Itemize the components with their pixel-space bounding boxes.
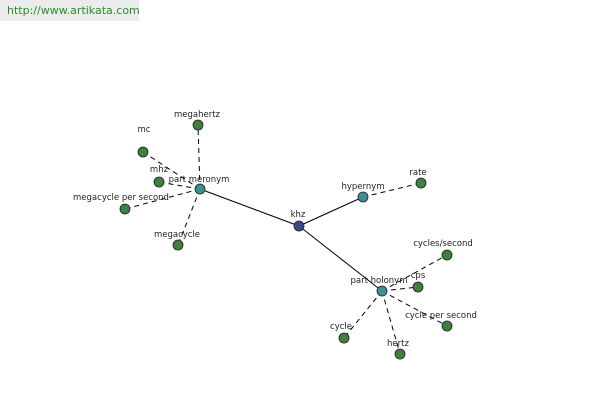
- node-hertz[interactable]: [394, 348, 406, 360]
- edge-part-holonym-cycles-second: [381, 254, 448, 292]
- node-cps[interactable]: [412, 281, 424, 293]
- node-mc[interactable]: [137, 146, 149, 158]
- node-cycles-second[interactable]: [441, 249, 453, 261]
- node-hypernym[interactable]: [357, 191, 369, 203]
- node-part-meronym[interactable]: [194, 183, 206, 195]
- label-megahertz[interactable]: megahertz: [174, 110, 221, 120]
- graph-labels: khz part meronym hypernym part holonym mc meg…: [73, 110, 477, 349]
- edge-part-holonym-cycle-per-second: [381, 290, 448, 327]
- label-hypernym[interactable]: hypernym: [341, 182, 384, 192]
- edge-khz-part-holonym: [298, 225, 383, 292]
- node-part-holonym[interactable]: [376, 285, 388, 297]
- label-part-holonym[interactable]: part holonym: [351, 276, 408, 286]
- label-cycles-second[interactable]: cycles/second: [413, 239, 473, 249]
- edge-hypernym-rate: [362, 182, 422, 198]
- label-mhz[interactable]: mhz: [150, 165, 169, 175]
- label-cycle[interactable]: cycle: [330, 322, 352, 332]
- edge-part-meronym-megacycle-per-second: [124, 188, 201, 210]
- label-part-meronym[interactable]: part meronym: [169, 175, 230, 185]
- edge-part-holonym-cycle: [343, 290, 383, 339]
- site-url[interactable]: http://www.artikata.com: [7, 4, 140, 17]
- node-rate[interactable]: [415, 177, 427, 189]
- edge-khz-part-meronym: [199, 188, 300, 227]
- edge-part-meronym-mc: [142, 151, 201, 190]
- graph-edges: [124, 124, 448, 355]
- node-cycle-per-second[interactable]: [441, 320, 453, 332]
- edge-part-meronym-mhz: [158, 181, 201, 190]
- label-cycle-per-second[interactable]: cycle per second: [405, 311, 477, 321]
- label-rate[interactable]: rate: [409, 168, 426, 178]
- node-mhz[interactable]: [153, 176, 165, 188]
- edge-part-meronym-megahertz: [197, 124, 201, 190]
- label-hertz[interactable]: hertz: [387, 339, 409, 349]
- node-khz[interactable]: [293, 220, 305, 232]
- edge-part-holonym-cps: [381, 286, 419, 292]
- label-khz[interactable]: khz: [291, 210, 306, 220]
- node-megacycle-per-second[interactable]: [119, 203, 131, 215]
- edge-khz-hypernym: [298, 196, 364, 227]
- edge-part-holonym-hertz: [381, 290, 401, 355]
- graph-nodes: [119, 119, 453, 360]
- label-megacycle[interactable]: megacycle: [154, 230, 200, 240]
- label-mc[interactable]: mc: [138, 125, 151, 135]
- url-banner: http://www.artikata.com: [0, 0, 140, 21]
- label-cps[interactable]: cps: [411, 271, 426, 281]
- label-megacycle-per-second[interactable]: megacycle per second: [73, 193, 169, 203]
- node-megacycle[interactable]: [172, 239, 184, 251]
- node-megahertz[interactable]: [192, 119, 204, 131]
- edge-part-meronym-megacycle: [177, 188, 201, 246]
- node-cycle[interactable]: [338, 332, 350, 344]
